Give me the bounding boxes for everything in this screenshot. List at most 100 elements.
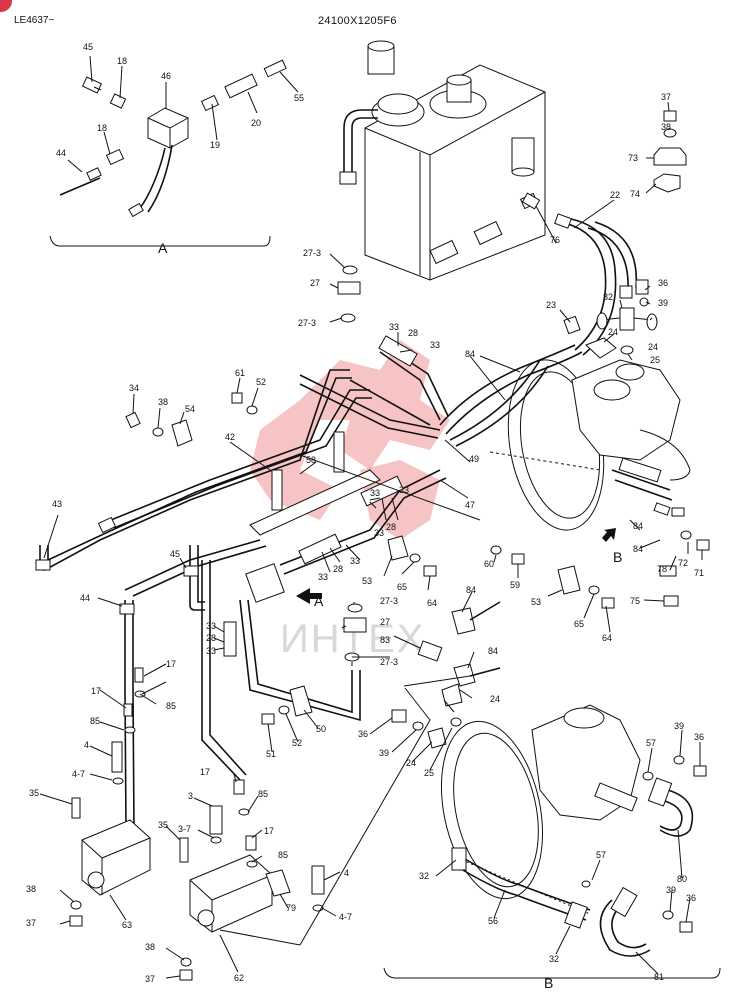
callout-39: 39	[666, 885, 676, 895]
callout-19: 19	[210, 140, 220, 150]
callout-labels: 45 18 46 20 55 18 19 44 37 38 73 74 22 7…	[26, 42, 704, 984]
callout-74: 74	[630, 189, 640, 199]
callout-33: 33	[370, 488, 380, 498]
mounting-plate	[249, 431, 481, 536]
callout-28: 28	[206, 633, 216, 643]
callout-52: 52	[292, 738, 302, 748]
callout-84: 84	[465, 349, 475, 359]
callout-20: 20	[251, 118, 261, 128]
callout-17: 17	[200, 767, 210, 777]
frame-pipework	[35, 335, 449, 831]
callout-50: 50	[316, 724, 326, 734]
callout-38: 38	[158, 397, 168, 407]
diagram-code-center: 24100X1205F6	[318, 15, 397, 27]
callout-4: 4	[344, 868, 349, 878]
callout-45: 45	[170, 549, 180, 559]
callout-49: 49	[469, 454, 479, 464]
callout-33: 33	[430, 340, 440, 350]
callout-34: 34	[129, 383, 139, 393]
callout-80: 80	[677, 874, 687, 884]
callout-85: 85	[166, 701, 176, 711]
control-valve-left	[69, 667, 151, 927]
clamp-bracket-set	[653, 110, 687, 193]
view-arrow-a-icon	[296, 588, 322, 604]
callout-27-3: 27-3	[380, 596, 398, 606]
callout-63: 63	[122, 920, 132, 930]
section-a-label: A	[158, 240, 168, 256]
callout-17: 17	[91, 686, 101, 696]
callout-58: 58	[306, 455, 316, 465]
callout-53: 53	[362, 576, 372, 586]
callout-79: 79	[286, 903, 296, 913]
callout-39: 39	[379, 748, 389, 758]
callout-33: 33	[389, 322, 399, 332]
callout-85: 85	[278, 850, 288, 860]
callout-61: 61	[235, 368, 245, 378]
callout-18: 18	[117, 56, 127, 66]
callout-33: 33	[374, 528, 384, 538]
callout-27: 27	[380, 617, 390, 627]
callout-17: 17	[264, 826, 274, 836]
callout-45: 45	[83, 42, 93, 52]
callout-33: 33	[350, 556, 360, 566]
callout-36: 36	[358, 729, 368, 739]
callout-25: 25	[650, 355, 660, 365]
callout-64: 64	[427, 598, 437, 608]
callout-37: 37	[26, 918, 36, 928]
callout-24: 24	[648, 342, 658, 352]
callout-28: 28	[408, 328, 418, 338]
callout-38: 38	[145, 942, 155, 952]
callout-35: 35	[158, 820, 168, 830]
callout-76: 76	[550, 235, 560, 245]
callout-4-7: 4-7	[72, 769, 85, 779]
view-arrow-b-icon	[602, 528, 616, 542]
control-valve-right	[179, 779, 325, 981]
callout-36: 36	[694, 732, 704, 742]
callout-33: 33	[206, 646, 216, 656]
callout-65: 65	[574, 619, 584, 629]
callout-64: 64	[602, 633, 612, 643]
callout-25: 25	[424, 768, 434, 778]
callout-82: 82	[603, 292, 613, 302]
callout-44: 44	[56, 148, 66, 158]
callout-72: 72	[678, 558, 688, 568]
callout-32: 32	[549, 954, 559, 964]
leader-lines	[39, 55, 703, 979]
callout-3-7: 3-7	[178, 824, 191, 834]
callout-4-7: 4-7	[339, 912, 352, 922]
callout-35: 35	[29, 788, 39, 798]
callout-65: 65	[397, 582, 407, 592]
callout-78: 78	[657, 564, 667, 574]
callout-55: 55	[294, 93, 304, 103]
callout-39: 39	[658, 298, 668, 308]
callout-27-3: 27-3	[303, 248, 321, 258]
callout-39: 39	[674, 721, 684, 731]
callout-27-3: 27-3	[298, 318, 316, 328]
callout-3: 3	[188, 791, 193, 801]
hydraulic-tank	[339, 40, 546, 281]
view-arrow-b-label: B	[613, 549, 622, 565]
callout-59: 59	[510, 580, 520, 590]
callout-43: 43	[52, 499, 62, 509]
callout-32: 32	[419, 871, 429, 881]
callout-42: 42	[225, 432, 235, 442]
callout-28: 28	[333, 564, 343, 574]
callout-4: 4	[84, 740, 89, 750]
callout-36: 36	[686, 893, 696, 903]
callout-24: 24	[406, 758, 416, 768]
diagram-code-left: LE4637~	[14, 15, 55, 26]
callout-84: 84	[633, 544, 643, 554]
callout-17: 17	[166, 659, 176, 669]
callout-22: 22	[610, 190, 620, 200]
callout-33: 33	[206, 621, 216, 631]
callout-27: 27	[310, 278, 320, 288]
callout-47: 47	[465, 500, 475, 510]
callout-28: 28	[386, 522, 396, 532]
callout-73: 73	[628, 153, 638, 163]
callout-37: 37	[661, 92, 671, 102]
callout-84: 84	[466, 585, 476, 595]
callout-33: 33	[399, 485, 409, 495]
callout-83: 83	[380, 635, 390, 645]
callout-33: 33	[318, 572, 328, 582]
